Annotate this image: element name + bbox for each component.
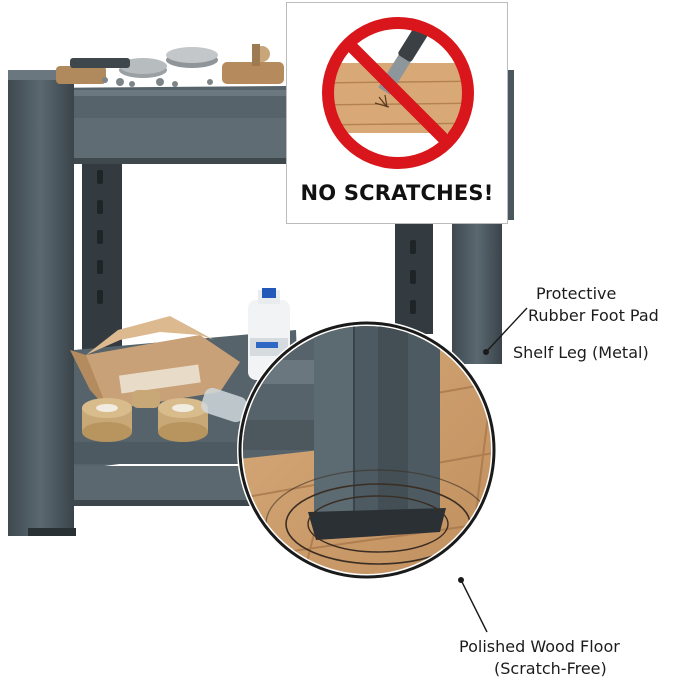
sign-caption: NO SCRATCHES!: [300, 181, 494, 205]
prohibition-icon: [320, 15, 476, 171]
foot-pad-label-line1: Protective: [536, 284, 617, 303]
tools-on-shelf: [56, 44, 284, 87]
floor-label-line2: (Scratch-Free): [494, 659, 607, 678]
pointer-dot: [458, 577, 464, 583]
no-scratches-sign: NO SCRATCHES!: [286, 2, 508, 224]
foot-pad-label-line2: Rubber Foot Pad: [528, 306, 659, 325]
magnifier-detail: [237, 320, 497, 580]
pointer-lines: [460, 307, 528, 633]
floor-label-line1: Polished Wood Floor: [459, 637, 620, 656]
shelf-leg-label: Shelf Leg (Metal): [513, 343, 649, 362]
pointer-dot: [483, 349, 489, 355]
